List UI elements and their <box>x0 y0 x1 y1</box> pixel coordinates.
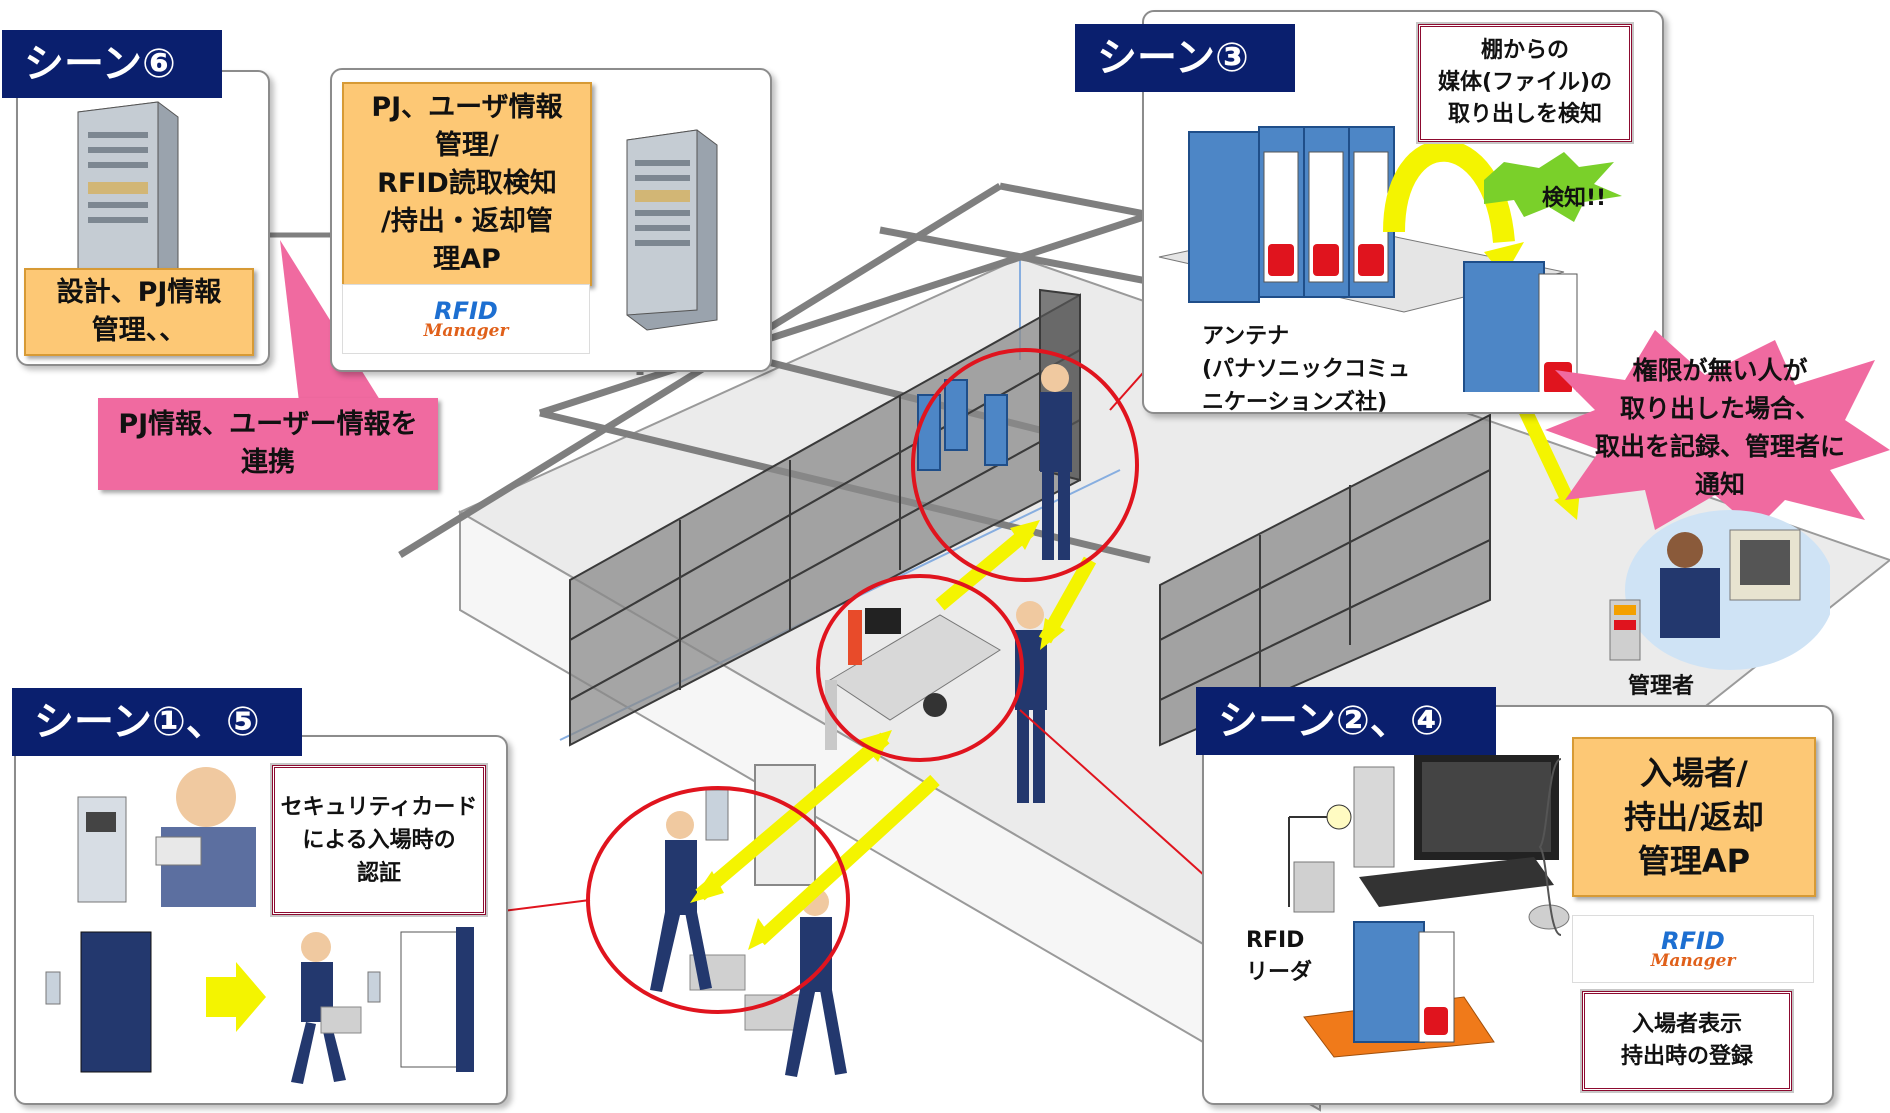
rfid-manager-logo-2: RFID Manager <box>1572 915 1814 983</box>
rfid-reader-label: RFID リーダ <box>1246 928 1313 985</box>
rfid-manager-logo: RFID Manager <box>342 284 590 354</box>
binders-on-shelf <box>917 379 1008 471</box>
brace <box>1538 758 1562 936</box>
scene15-panel: セキュリティカード による入場時の 認証 <box>14 735 508 1105</box>
reader-workstation-illustration <box>1288 755 1570 1058</box>
binder-shelf-illustration <box>1158 126 1622 392</box>
server-tower-icon <box>626 129 718 331</box>
person-leaving <box>744 888 847 1077</box>
detect-burst-text: 検知!! <box>1542 186 1607 211</box>
ap-function-box: PJ、ユーザ情報 管理/ RFID読取検知 /持出・返却管 理AP <box>342 82 592 286</box>
scene24-label: シーン②、④ <box>1196 687 1496 755</box>
server-tower-icon <box>77 101 179 291</box>
entry-ap-box: 入場者/ 持出/返却 管理AP <box>1572 737 1816 897</box>
alert-burst <box>1545 330 1890 530</box>
scene15-label: シーン①、⑤ <box>12 688 302 756</box>
workstation-desk <box>825 608 1001 750</box>
antenna-label: アンテナ (パナソニックコミュ ニケーションズ社) <box>1202 324 1411 415</box>
alert-text: 権限が無い人が 取り出した場合、 取出を記録、管理者に 通知 <box>1594 356 1845 499</box>
security-gate-illustration <box>45 767 474 1084</box>
room-card-reader <box>705 789 729 841</box>
person-entering <box>650 811 746 992</box>
scene6-right-panel: PJ、ユーザ情報 管理/ RFID読取検知 /持出・返却管 理AP RFID M… <box>330 68 772 372</box>
scene6-label: シーン⑥ <box>2 30 222 98</box>
scene3-panel: 棚からの 媒体(ファイル)の 取り出しを検知 検知!! アンテナ (パナソニック… <box>1142 10 1664 415</box>
manager-illustration <box>1609 510 1830 670</box>
scene24-panel: RFID リーダ 入場者/ 持出/返却 管理AP RFID Manager 入場… <box>1202 705 1834 1105</box>
link-callout: PJ情報、ユーザー情報を 連携 <box>98 398 438 490</box>
card-auth-box: セキュリティカード による入場時の 認証 <box>270 763 488 917</box>
manager-label: 管理者 <box>1628 674 1695 699</box>
person-at-shelf <box>1040 364 1072 560</box>
detection-box: 棚からの 媒体(ファイル)の 取り出しを検知 <box>1416 22 1634 144</box>
highlight-circles <box>586 348 1139 1014</box>
flow-arrows <box>690 407 1580 950</box>
db-info-box: 設計、PJ情報 管理、、 <box>24 268 254 356</box>
scene6-left-panel: 設計、PJ情報 管理、、 <box>16 70 270 366</box>
scene3-label: シーン③ <box>1075 24 1295 92</box>
register-box: 入場者表示 持出時の登録 <box>1580 989 1794 1093</box>
